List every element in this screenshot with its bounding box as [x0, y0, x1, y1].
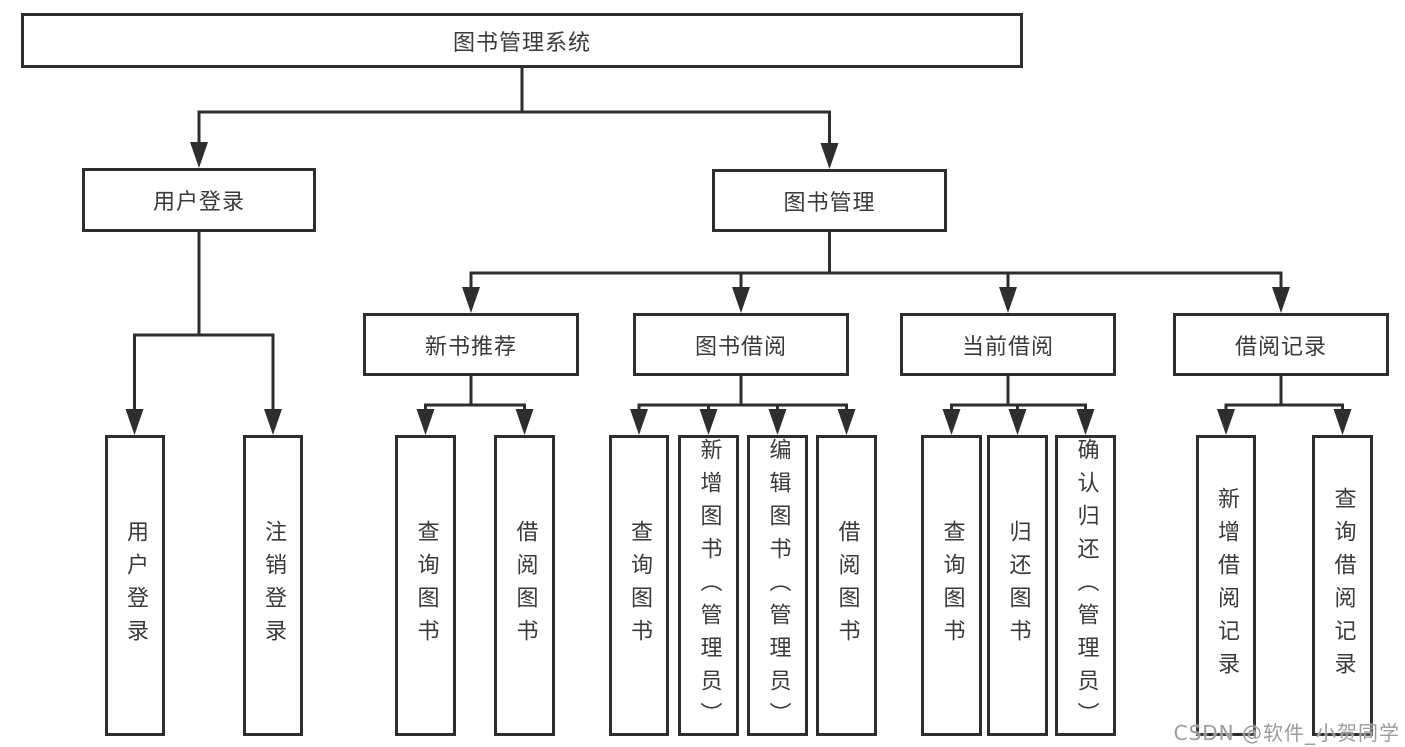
leaf-query-book-recommend: 查询图书 [395, 435, 456, 736]
leaf-add-book-admin: 新增图书（管理员） [678, 435, 739, 736]
leaf-query-book-borrow: 查询图书 [609, 435, 669, 736]
node-book-borrow: 图书借阅 [633, 313, 849, 376]
leaf-query-borrow-record: 查询借阅记录 [1312, 435, 1373, 736]
leaf-return-book: 归还图书 [987, 435, 1048, 736]
node-user-login: 用户登录 [82, 168, 316, 232]
node-current-borrow: 当前借阅 [900, 313, 1116, 376]
leaf-user-login: 用户登录 [105, 435, 165, 736]
leaf-borrow-book-recommend: 借阅图书 [494, 435, 555, 736]
watermark: CSDN @软件_小贺同学 [1173, 721, 1400, 745]
leaf-add-borrow-record: 新增借阅记录 [1196, 435, 1256, 736]
leaf-confirm-return-admin: 确认归还（管理员） [1055, 435, 1116, 736]
leaf-query-book-current: 查询图书 [921, 435, 982, 736]
leaf-edit-book-admin: 编辑图书（管理员） [747, 435, 808, 736]
leaf-logout: 注销登录 [243, 435, 303, 736]
node-new-book-recommend: 新书推荐 [363, 313, 579, 376]
leaf-borrow-book: 借阅图书 [816, 435, 877, 736]
node-book-management: 图书管理 [712, 169, 947, 232]
node-borrow-records: 借阅记录 [1173, 313, 1389, 376]
node-root: 图书管理系统 [21, 13, 1023, 68]
arrowheads [125, 142, 1352, 435]
